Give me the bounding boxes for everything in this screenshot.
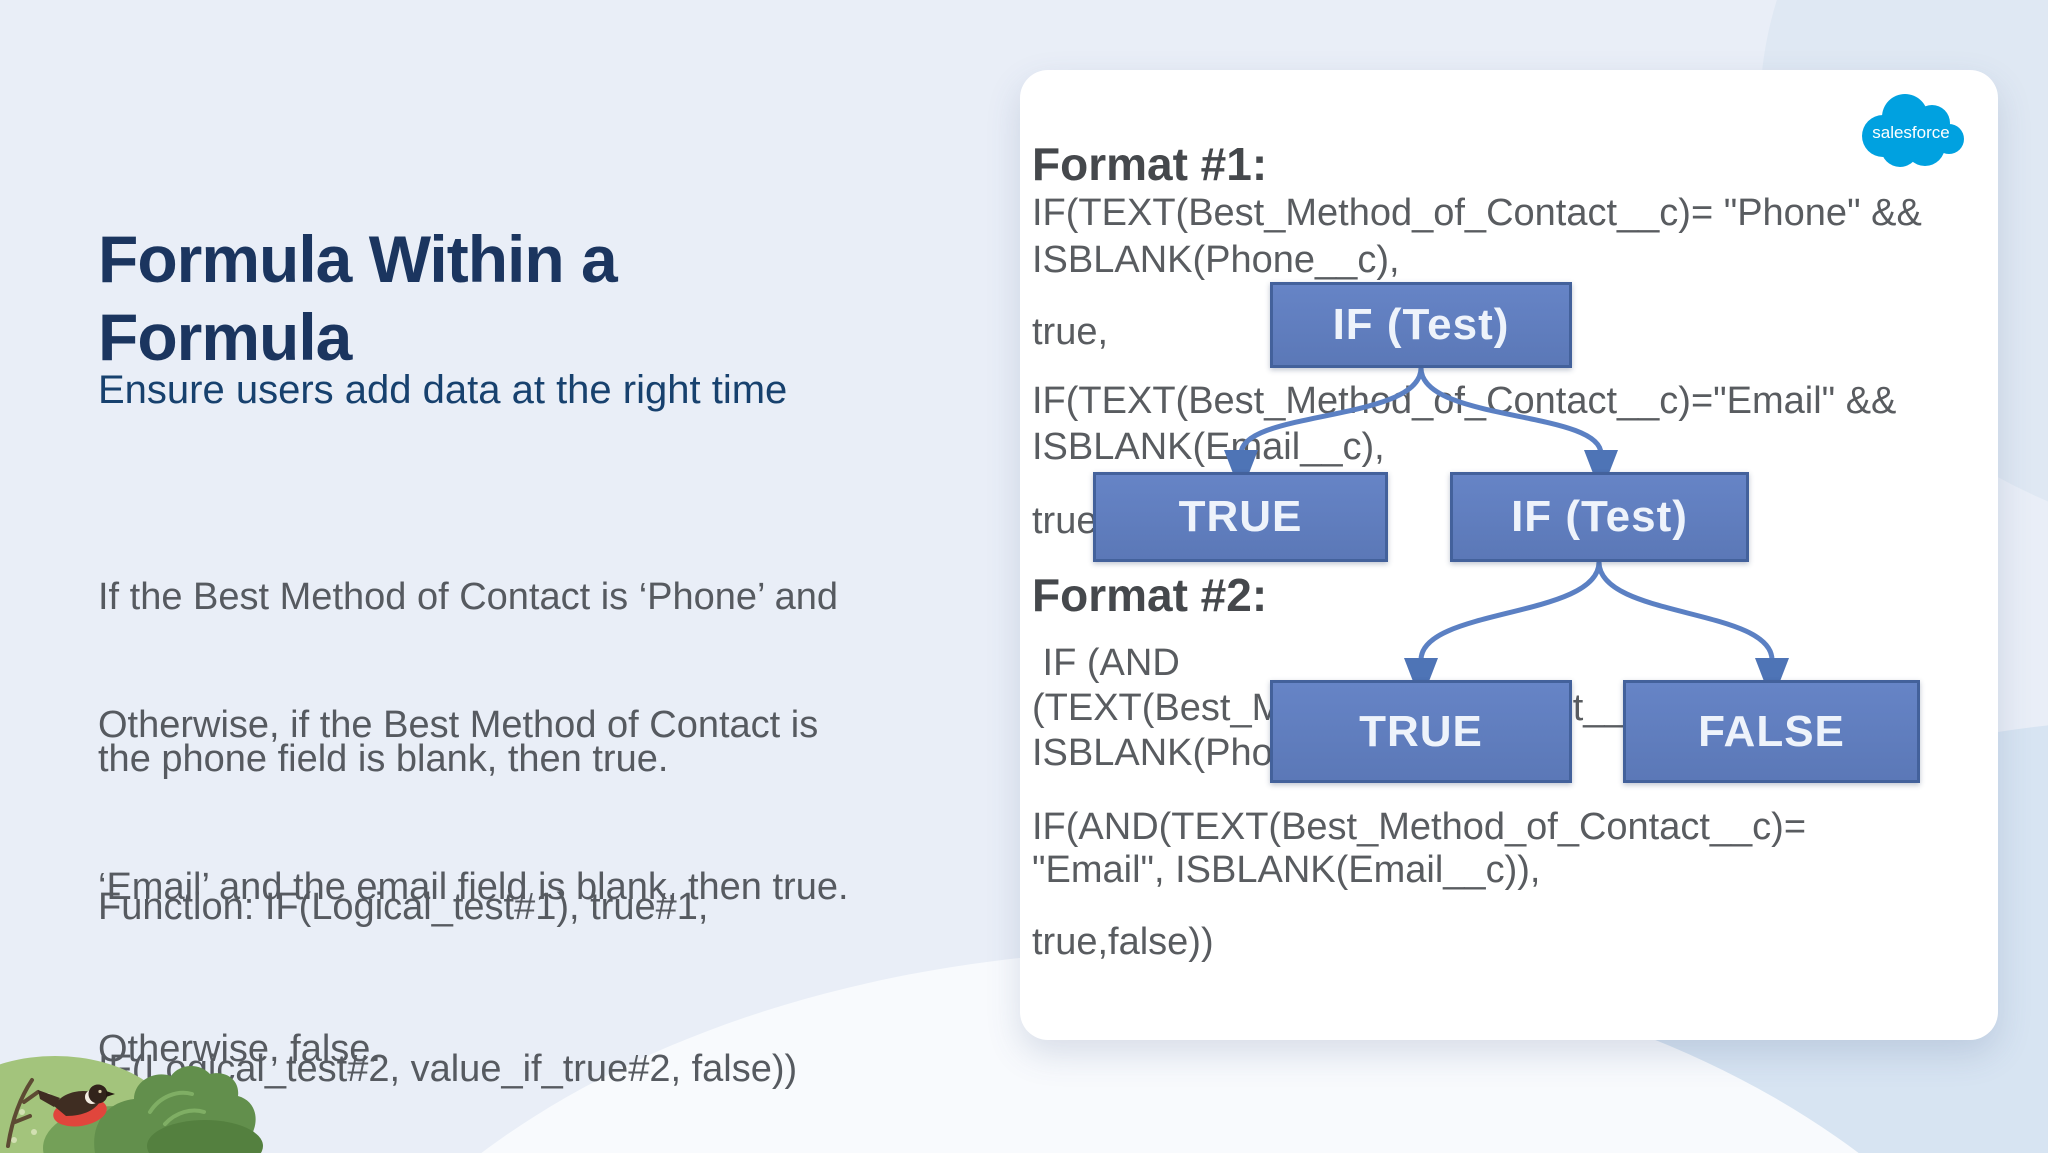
format1-label: Format #1:: [1032, 138, 1268, 190]
format1-line-5: ISBLANK(Email__c),: [1032, 426, 1385, 468]
flowchart-connectors: [1224, 367, 1789, 702]
flow-connector-left-2: [1418, 561, 1602, 661]
salesforce-logo-text: salesforce: [1872, 123, 1949, 142]
body-paragraph-1: If the Best Method of Contact is ‘Phone’…: [98, 462, 838, 894]
flow-connector-left-1: [1238, 367, 1424, 455]
body-paragraph-1-line2: the phone field is blank, then true.: [98, 738, 669, 780]
twig-illustration: [6, 1078, 40, 1148]
flowchart-box-if-test-2: IF (Test): [1450, 472, 1749, 562]
flowchart-box-if-test-1: IF (Test): [1270, 282, 1572, 368]
format1-line-1: IF(TEXT(Best_Method_of_Contact__c)= "Pho…: [1032, 192, 1922, 234]
body-paragraph-2-line1: Otherwise, if the Best Method of Contact…: [98, 704, 819, 746]
format2-line-6: true,false)): [1032, 921, 1214, 963]
salesforce-logo-icon: salesforce: [1862, 94, 1964, 167]
flow-connector-right-2: [1596, 561, 1775, 661]
formula-card: salesforce Format #1: IF(TEXT(Best_Metho…: [1020, 70, 1998, 1040]
body-paragraph-2-line2: ‘Email’ and the email field is blank, th…: [98, 866, 849, 908]
page-subtitle: Ensure users add data at the right time: [98, 368, 788, 412]
flow-connector-right-1: [1418, 367, 1604, 455]
body-paragraph-1-line1: If the Best Method of Contact is ‘Phone’…: [98, 576, 839, 618]
format2-line-4: IF(AND(TEXT(Best_Method_of_Contact__c)=: [1032, 806, 1807, 848]
flowchart-box-true-1: TRUE: [1093, 472, 1388, 562]
page-title-line2: Formula: [98, 300, 352, 374]
format1-line-2: ISBLANK(Phone__c),: [1032, 239, 1400, 281]
format1-line-3: true,: [1032, 311, 1109, 353]
page-title-line1: Formula Within a: [98, 222, 618, 296]
body-paragraph-3: Function: IF(Logical_test#1), true#1, IF…: [98, 772, 797, 1153]
body-paragraph-2: Otherwise, if the Best Method of Contact…: [98, 590, 849, 1153]
greenery-illustration: [0, 1056, 263, 1153]
body-paragraph-2-line3: Otherwise, false.: [98, 1028, 381, 1070]
format2-line-1: IF (AND: [1032, 642, 1180, 684]
bush-illustration: [0, 1056, 263, 1153]
flowchart-box-false: FALSE: [1623, 680, 1920, 783]
body-paragraph-3-line2: IF(Logical_test#2, value_if_true#2, fals…: [98, 1048, 798, 1090]
format2-label: Format #2:: [1032, 569, 1268, 621]
bird-icon: [38, 1084, 115, 1127]
flowchart-box-true-2: TRUE: [1270, 680, 1572, 783]
format2-line-5: "Email", ISBLANK(Email__c)),: [1032, 849, 1541, 891]
body-paragraph-3-line1: Function: IF(Logical_test#1), true#1,: [98, 886, 709, 928]
